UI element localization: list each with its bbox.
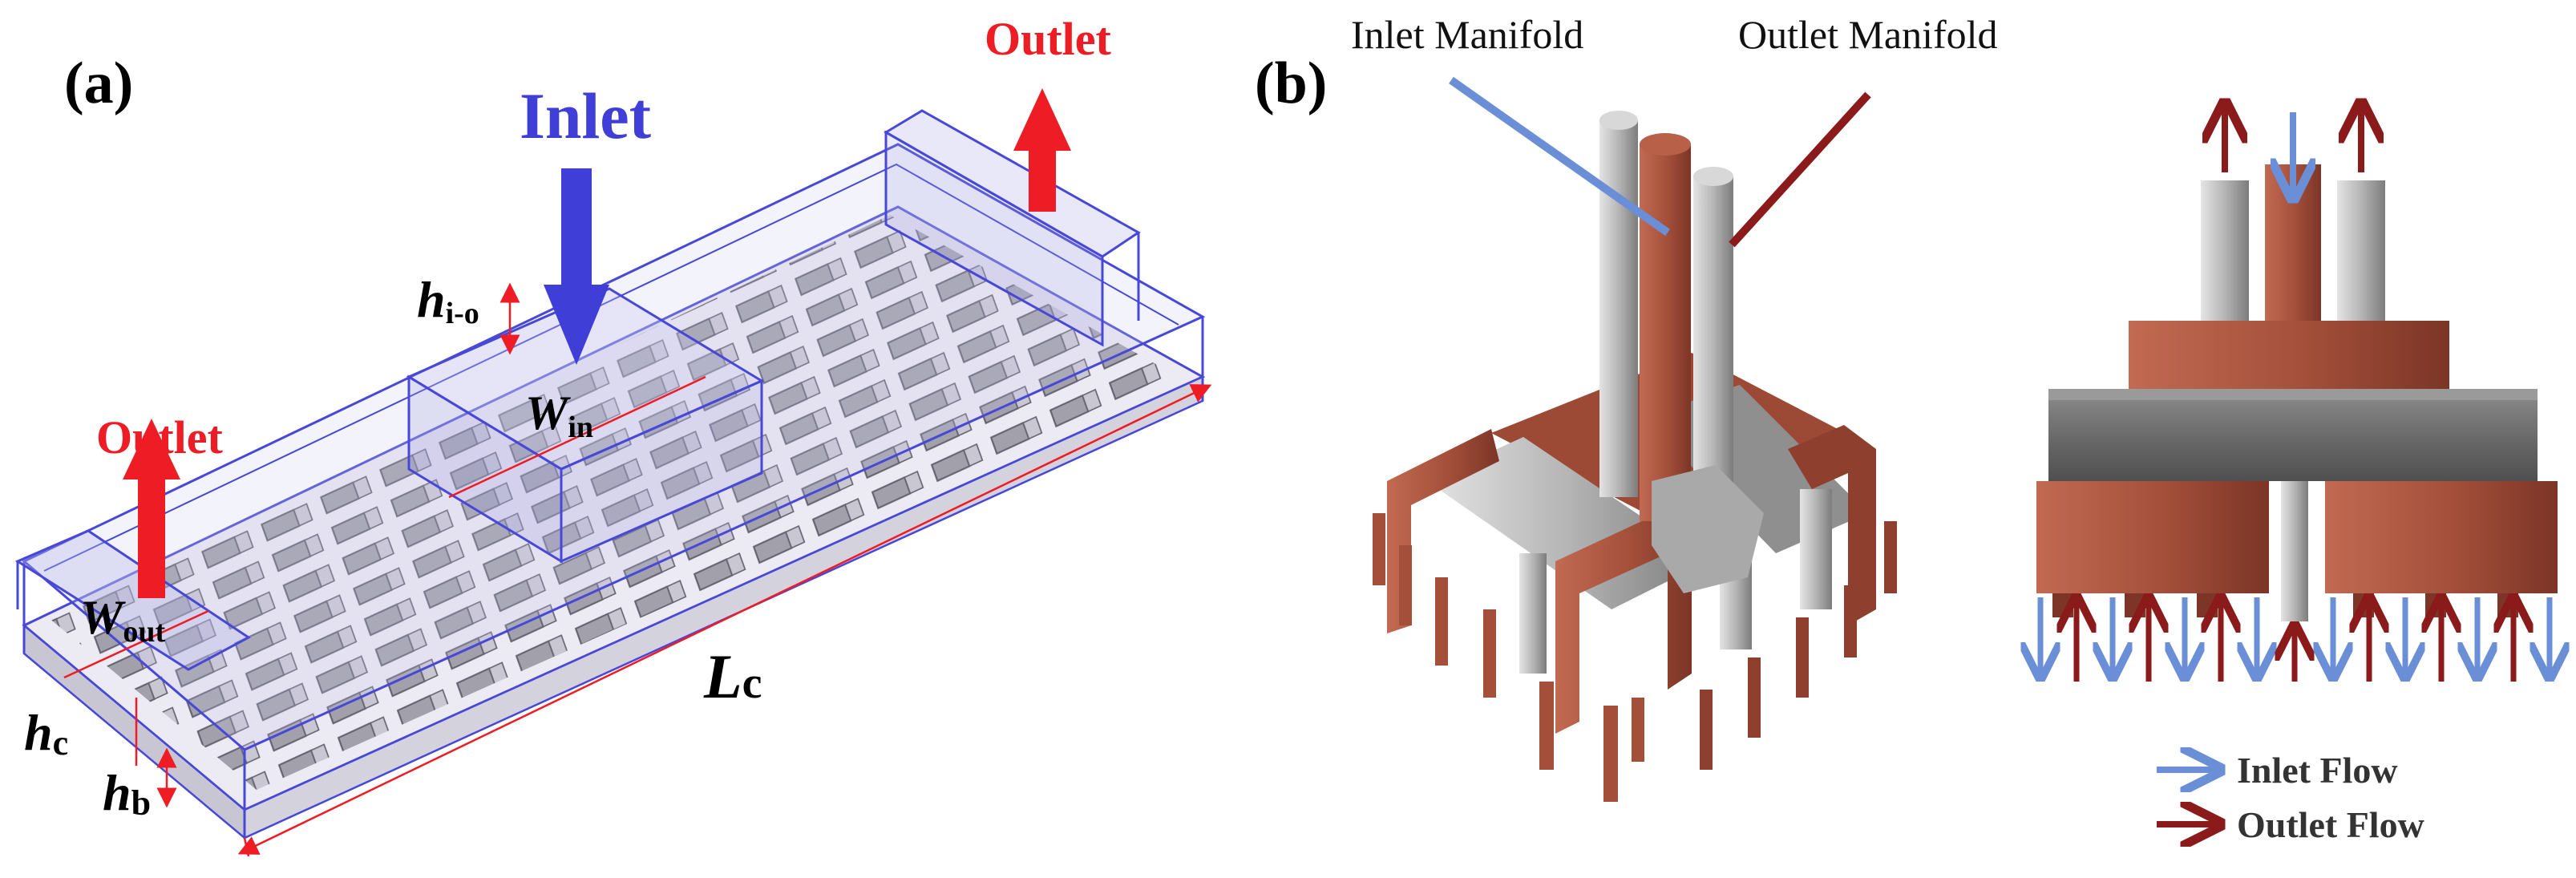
wout-dimension-line	[63, 609, 209, 679]
win-main: W	[525, 386, 571, 439]
fin	[1539, 682, 1554, 770]
inlet-label: Inlet	[520, 79, 651, 152]
legend-outlet-label: Outlet Flow	[2237, 804, 2424, 845]
hio-label: hi-o	[417, 271, 479, 330]
right-outlet-box-front	[884, 130, 1104, 347]
copper-fins-right	[1700, 521, 1897, 770]
hc-main: h	[24, 704, 53, 761]
section-steel-bar-top	[2048, 389, 2538, 400]
section-center-stem	[2281, 481, 2308, 621]
fin	[1399, 545, 1412, 625]
inlet-manifold-leader	[1449, 76, 1670, 237]
section-tube-right	[2337, 180, 2385, 321]
lc-label: Lc	[703, 641, 762, 711]
lc-main: L	[703, 641, 742, 711]
manifold-tubes	[1599, 111, 1733, 521]
fin	[1884, 521, 1897, 593]
panel-a: (a)	[14, 13, 1212, 857]
fin	[1483, 609, 1496, 698]
outlet-left-arrow-shaft	[138, 478, 165, 598]
fin	[1373, 513, 1385, 585]
outlet-left-label: Outlet	[96, 411, 224, 463]
hc-sub: c	[53, 723, 69, 763]
legend-inlet-label: Inlet Flow	[2237, 750, 2398, 791]
inlet-manifold-label: Inlet Manifold	[1351, 12, 1583, 57]
outlet-manifold-leader	[1729, 91, 1871, 248]
win-sub: in	[568, 411, 593, 444]
inlet-tube-left-cap	[1599, 111, 1638, 130]
manifold-assembly-3d	[1373, 111, 1897, 802]
steel-junction	[1652, 465, 1764, 593]
lc-dimension-line	[237, 384, 1212, 855]
section-bottom-flow-arrows	[2040, 597, 2550, 682]
section-copper-block-left	[2036, 481, 2269, 593]
fin	[1748, 657, 1761, 738]
wout-main: W	[80, 591, 126, 644]
hio-sub: i-o	[446, 297, 479, 330]
copper-frame-front	[1555, 509, 1692, 734]
copper-fins-left	[1373, 513, 1644, 802]
outlet-right-arrow-head	[1013, 88, 1071, 151]
lc-sub: c	[742, 658, 762, 708]
section-copper-header	[2129, 321, 2449, 521]
fin	[1435, 577, 1448, 666]
outlet-left-arrow-head	[123, 419, 180, 479]
outlet-tube-cap	[1640, 133, 1691, 156]
outlet-tube	[1640, 144, 1691, 521]
inlet-tube-right-cap	[1693, 167, 1733, 186]
hb-sub: b	[131, 783, 151, 823]
fin-stub	[2197, 593, 2218, 617]
outlet-right-arrow-shaft	[1029, 149, 1056, 212]
panel-b: (b) Inlet Manifold Outlet Manifold	[1255, 12, 2558, 845]
panel-a-tag: (a)	[64, 51, 133, 116]
fin	[1700, 690, 1713, 770]
dimension-lines	[63, 282, 1212, 857]
hc-label: hc	[24, 704, 68, 763]
win-dimension-line	[448, 375, 706, 499]
manifold-cross-section	[2036, 164, 2558, 621]
outlet-right-label: Outlet	[985, 13, 1112, 65]
inlet-tube-right	[1693, 176, 1733, 513]
inlet-arrow-shaft	[561, 168, 592, 289]
panel-b-tag: (b)	[1255, 51, 1327, 116]
inlet-arrow	[544, 168, 609, 365]
flow-legend: Inlet Flow Outlet Flow	[2157, 750, 2424, 845]
hio-main: h	[417, 271, 446, 328]
copper-frame-left	[1387, 429, 1499, 633]
inlet-arrow-head	[544, 285, 609, 365]
copper-frame-right	[1788, 425, 1876, 625]
outlet-right-arrow	[1013, 88, 1071, 212]
fin-stub	[2052, 593, 2073, 617]
section-copper-block-right	[2325, 481, 2558, 593]
steel-pin-3	[1519, 553, 1547, 674]
fin	[1796, 617, 1809, 698]
outlet-left-arrow	[123, 419, 180, 598]
inlet-tube-left	[1599, 120, 1638, 497]
wout-sub: out	[123, 615, 165, 649]
fin	[1603, 706, 1618, 802]
fin-stub	[2125, 593, 2145, 617]
section-tube-left	[2201, 180, 2249, 321]
lc-ext-1	[243, 837, 250, 857]
steel-pin-2	[1800, 489, 1832, 609]
outlet-manifold-label: Outlet Manifold	[1738, 12, 1998, 57]
fin	[1844, 585, 1857, 657]
wout-label: Wout	[80, 591, 165, 649]
section-steel-bar	[2048, 393, 2538, 481]
section-top-flow-arrows	[2225, 103, 2361, 199]
hb-label: hb	[103, 764, 151, 823]
win-label: Win	[525, 386, 593, 444]
fin	[1632, 698, 1644, 762]
hb-main: h	[103, 764, 131, 821]
